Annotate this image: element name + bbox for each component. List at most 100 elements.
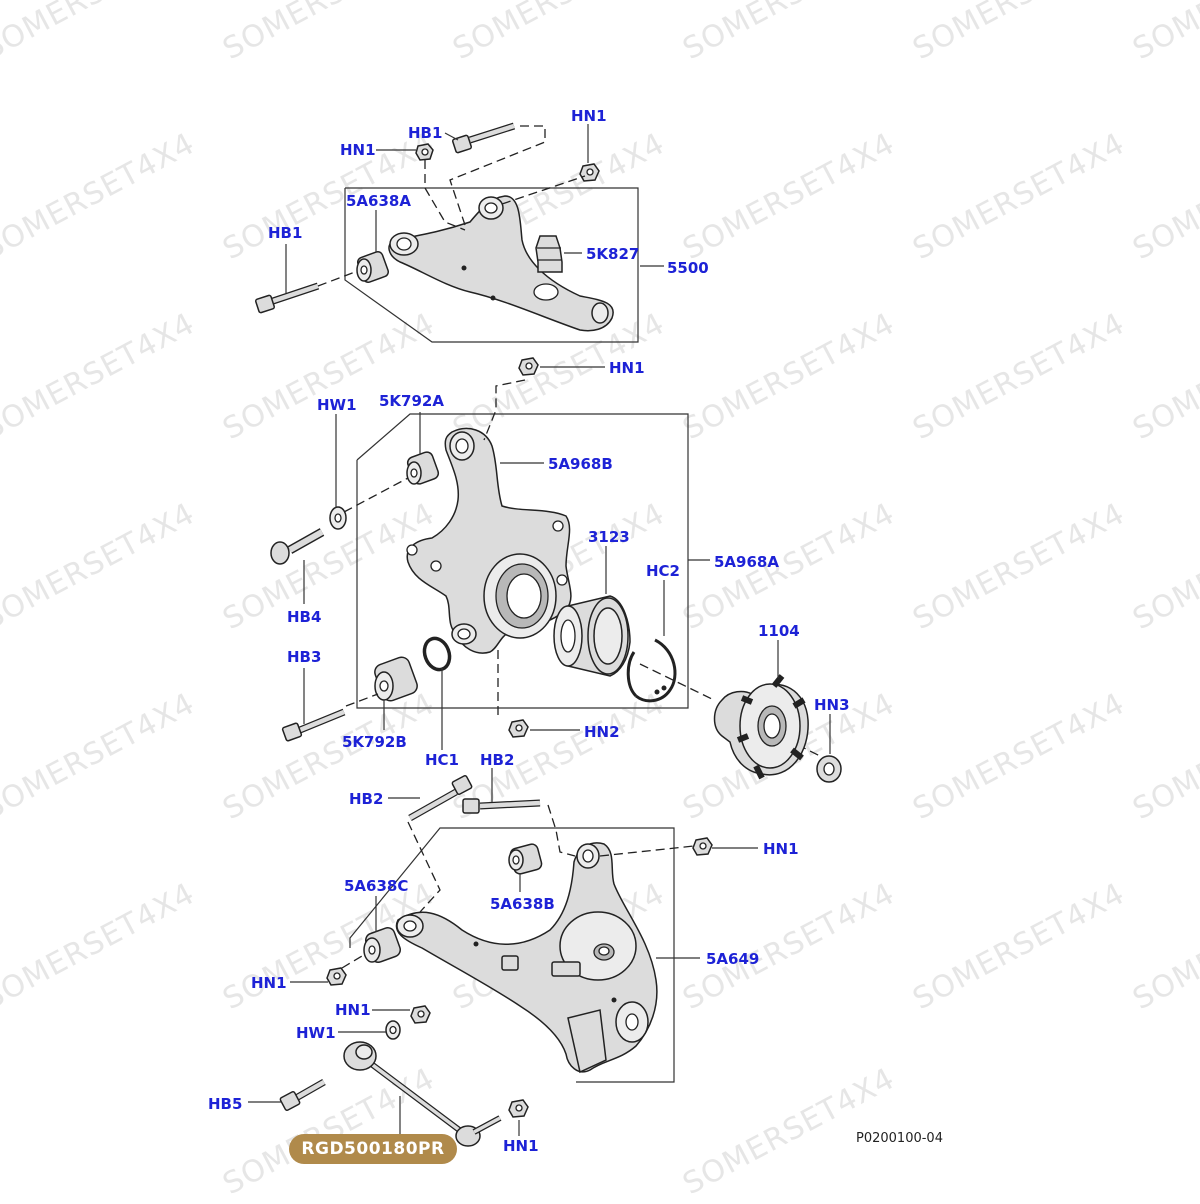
label-hn1-topright: HN1 — [571, 107, 607, 125]
watermark: SOMERSET4X4 — [0, 496, 201, 637]
watermark: SOMERSET4X4 — [1127, 496, 1200, 637]
knuckle-flange-hole — [556, 574, 568, 586]
watermark: SOMERSET4X4 — [677, 496, 900, 637]
label-5a638a: 5A638A — [346, 192, 411, 210]
label-5a968b: 5A968B — [548, 455, 613, 473]
knuckle-lower-eye-hole — [457, 628, 471, 640]
watermark: SOMERSET4X4 — [1127, 306, 1200, 447]
label-hw1-link: HW1 — [296, 1024, 336, 1042]
watermark: SOMERSET4X4 — [0, 876, 201, 1017]
watermark: SOMERSET4X4 — [677, 126, 900, 267]
bolt-hb2-left — [408, 775, 473, 822]
knuckle-group-box — [356, 413, 689, 709]
axis-line — [759, 725, 829, 761]
watermark: SOMERSET4X4 — [677, 0, 900, 67]
lower-arm-tab — [501, 955, 519, 971]
label-hb3: HB3 — [287, 648, 321, 666]
axis-line — [547, 804, 576, 857]
label-hb5: HB5 — [208, 1095, 242, 1113]
watermark: SOMERSET4X4 — [907, 126, 1130, 267]
watermark: SOMERSET4X4 — [677, 876, 900, 1017]
watermark: SOMERSET4X4 — [677, 306, 900, 447]
label-5k792a: 5K792A — [379, 392, 444, 410]
axis-line — [424, 160, 466, 231]
rivet — [611, 997, 617, 1003]
watermark: SOMERSET4X4 — [217, 876, 440, 1017]
bush-5k792a — [406, 451, 440, 485]
watermark: SOMERSET4X4 — [1127, 686, 1200, 827]
label-1104: 1104 — [758, 622, 800, 640]
watermark: SOMERSET4X4 — [0, 126, 201, 267]
nut-hn1-mid — [518, 357, 539, 376]
diagram-reference-code: P0200100-04 — [856, 1131, 943, 1146]
lower-arm-bracket — [551, 961, 581, 977]
label-hb1-top: HB1 — [408, 124, 442, 142]
nut-hn1-bottom — [508, 1099, 529, 1118]
knuckle-flange-hole — [552, 520, 564, 532]
bolt-hb2-upper — [462, 798, 541, 814]
watermark: SOMERSET4X4 — [217, 0, 440, 67]
nut-hn1-top — [415, 143, 434, 161]
bolt-hb1-top — [451, 122, 516, 154]
watermark: SOMERSET4X4 — [907, 496, 1130, 637]
lower-arm-inner-eye-hole — [403, 920, 417, 932]
upper-arm-eye-hole — [396, 237, 412, 251]
lower-arm-outer-bracket — [567, 1009, 607, 1074]
rivet — [490, 295, 496, 301]
label-hb4: HB4 — [287, 608, 321, 626]
label-hb1-left: HB1 — [268, 224, 302, 242]
watermark: SOMERSET4X4 — [1127, 126, 1200, 267]
knuckle-upper-eye-hole — [455, 438, 469, 454]
nut-hn1-lowright — [692, 837, 713, 856]
upper-arm-group — [254, 122, 639, 343]
label-5a638b: 5A638B — [490, 895, 555, 913]
label-hb2-upper: HB2 — [480, 751, 514, 769]
toe-link-rgd500180pr — [343, 1041, 502, 1147]
axis-line — [501, 175, 586, 205]
watermark: SOMERSET4X4 — [447, 0, 670, 67]
label-hn3: HN3 — [814, 696, 850, 714]
circlip-hc1 — [422, 636, 452, 672]
label-hn2: HN2 — [584, 723, 620, 741]
nut-hn1-topright — [579, 163, 600, 182]
watermark: SOMERSET4X4 — [217, 1061, 440, 1200]
watermark: SOMERSET4X4 — [907, 876, 1130, 1017]
nut-hn1-link — [410, 1005, 431, 1024]
axis-line — [343, 477, 409, 513]
watermark: SOMERSET4X4 — [217, 686, 440, 827]
nut-hn2 — [508, 719, 529, 738]
lower-arm-group-box — [349, 827, 675, 1083]
label-hc1: HC1 — [425, 751, 459, 769]
label-3123: 3123 — [588, 528, 630, 546]
label-hn1-top: HN1 — [340, 141, 376, 159]
leader-lines — [248, 124, 831, 1136]
label-hw1: HW1 — [317, 396, 357, 414]
axis-line — [449, 125, 546, 226]
part-number-badge: RGD500180PR — [289, 1134, 457, 1164]
label-hn1-bottom: HN1 — [503, 1137, 539, 1155]
label-hn1-lowright: HN1 — [763, 840, 799, 858]
lower-arm-outer-bush-hole — [625, 1013, 639, 1031]
label-5k827: 5K827 — [586, 245, 639, 263]
watermark: SOMERSET4X4 — [907, 306, 1130, 447]
watermark: SOMERSET4X4 — [0, 686, 201, 827]
washer-hw1-link — [385, 1020, 401, 1040]
bush-5a638c — [363, 926, 402, 964]
washer-hw1 — [329, 506, 347, 530]
label-5k792b: 5K792B — [342, 733, 407, 751]
axis-line — [407, 821, 441, 913]
bump-stop-5k827 — [535, 235, 563, 273]
label-hb2-left: HB2 — [349, 790, 383, 808]
label-hn1-link: HN1 — [335, 1001, 371, 1019]
rivet — [473, 941, 479, 947]
upper-arm-spring-seat — [533, 283, 559, 301]
knuckle-bearing-bore-inner — [506, 573, 542, 619]
upper-arm-group-box — [344, 187, 639, 343]
label-hn1-mid: HN1 — [609, 359, 645, 377]
label-5a638c: 5A638C — [344, 877, 408, 895]
lower-arm-front-eye-hole — [582, 849, 594, 863]
label-5500: 5500 — [667, 259, 709, 277]
lower-arm-group — [326, 775, 713, 1083]
watermark: SOMERSET4X4 — [0, 306, 201, 447]
